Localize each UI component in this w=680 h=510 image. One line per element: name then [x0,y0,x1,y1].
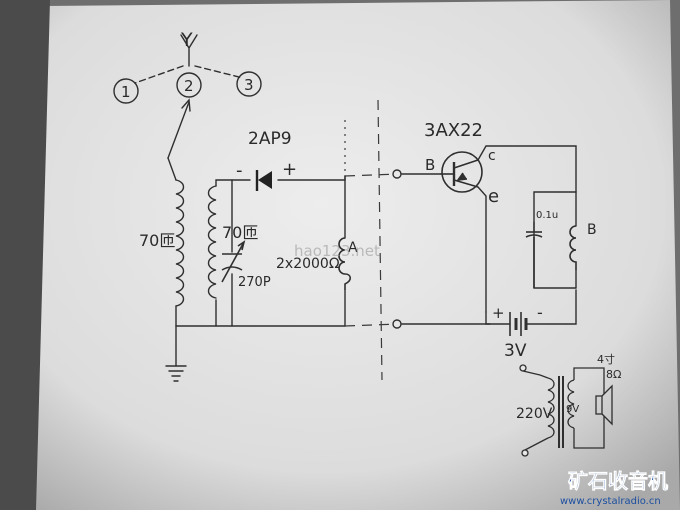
antenna-position-1-label: 1 [121,83,131,101]
transistor-base-label: B [425,156,435,174]
earphone-a-note: 2x2000Ω [276,256,340,272]
paper-sheet [30,0,680,510]
transistor-symbol [440,151,483,193]
battery-plus-label: + [492,304,505,322]
transistor-emitter-label: e [488,186,499,207]
earphone-b-label: B [587,222,597,238]
transistor-collector-label: c [488,148,496,164]
antenna-position-2 [176,72,202,98]
primary-coil-turns-label: 70匝 [139,231,175,250]
antenna-position-2-label: 2 [184,77,194,95]
terminals [392,169,402,329]
site-watermark: 矿石收音机 www.crystalradio.cn [560,469,668,507]
section-dividers [344,99,399,381]
antenna-position-3 [236,71,262,97]
power-input-voltage-label: 220V [516,406,553,422]
diode-plus-label: + [282,159,297,180]
antenna-symbol-label: Y [180,29,193,51]
secondary-coil-windings [207,185,217,299]
antenna-symbol-strokes [180,34,198,67]
battery-minus-label: - [537,303,543,322]
earphone-b-symbol [569,225,577,270]
tuning-capacitor-symbol [221,240,246,283]
speaker-size-label: 4寸 [597,352,615,366]
battery-symbol [509,312,528,336]
earphone-a-symbol [338,237,352,290]
antenna-position-1 [113,78,139,104]
circuit-wires [134,34,577,382]
bypass-capacitor-value: 0.1u [536,210,558,221]
earphone-a-label: A [348,240,358,256]
labels-group: Y 1 2 3 2AP9 - + 70匝 70匝 270P 2x2000Ω A … [121,29,621,422]
speaker-impedance-label: 8Ω [606,368,621,381]
power-output-voltage-label: 9V [566,404,579,415]
power-supply-drawing [519,364,613,457]
tuning-capacitor-value: 270P [238,275,271,290]
diode-model-label: 2AP9 [248,129,292,149]
primary-coil-windings [175,179,185,307]
antenna-position-3-label: 3 [244,76,254,94]
antenna-selector [113,71,262,104]
battery-voltage-label: 3V [504,341,527,361]
left-shadow [0,0,50,510]
bypass-capacitor-symbol [525,231,543,288]
watermark-site-name: 矿石收音机 [568,469,668,493]
overlay-watermark: hao123.net [294,242,380,260]
secondary-coil-turns-label: 70匝 [222,223,258,242]
diode-minus-label: - [236,160,243,181]
transistor-model-label: 3AX22 [424,120,483,141]
watermark-site-url: www.crystalradio.cn [560,496,661,507]
terminal-top-right [392,169,402,179]
diode-symbol [255,170,272,191]
terminal-bottom-right [392,319,402,329]
